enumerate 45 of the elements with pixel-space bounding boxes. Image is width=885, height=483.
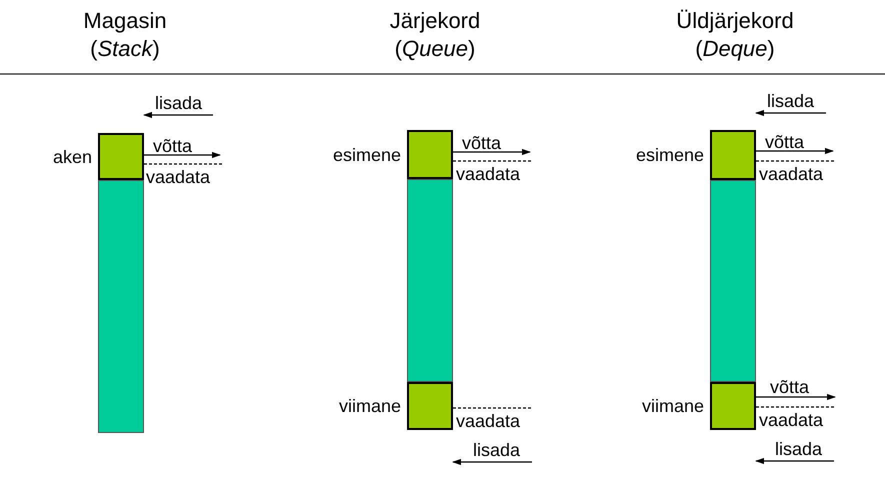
edge-label: lisada <box>767 92 814 110</box>
arrow <box>755 458 834 464</box>
arrow <box>756 394 836 400</box>
edge-label: vaadata <box>456 165 520 183</box>
edge-label: võtta <box>770 378 810 396</box>
queue-body-bar <box>407 179 453 382</box>
dashed-line <box>453 407 533 409</box>
element-box <box>407 382 453 430</box>
column-heading: Magasin <box>83 10 167 32</box>
edge-label: võtta <box>462 134 502 152</box>
column-heading: (Stack) <box>90 38 160 60</box>
edge-label: võtta <box>765 133 804 151</box>
node-caption: esimene <box>636 146 704 164</box>
column-heading: (Deque) <box>695 38 775 60</box>
queue-body-bar <box>98 180 144 433</box>
column-heading: Üldjärjekord <box>676 10 794 32</box>
element-box <box>407 130 453 179</box>
node-caption: esimene <box>332 146 401 164</box>
queue-body-bar <box>710 180 756 382</box>
edge-label: lisada <box>155 94 202 112</box>
edge-label: lisada <box>775 440 822 458</box>
arrow <box>452 458 532 466</box>
arrow <box>453 148 531 156</box>
dashed-line <box>144 163 222 165</box>
column-heading: Järjekord <box>390 10 480 32</box>
node-caption: aken <box>52 148 92 166</box>
edge-label: vaadata <box>146 168 210 186</box>
column-heading: (Queue) <box>394 38 476 60</box>
edge-label: lisada <box>473 441 520 459</box>
dashed-line <box>756 406 835 408</box>
arrow <box>143 112 213 118</box>
arrow <box>756 148 834 154</box>
element-box <box>710 382 756 430</box>
element-box <box>710 130 756 180</box>
dashed-line <box>453 160 533 162</box>
edge-label: vaadata <box>759 165 824 183</box>
node-caption: viimane <box>642 397 704 415</box>
dashed-line <box>756 160 835 162</box>
element-box <box>98 133 144 180</box>
arrow <box>144 152 221 158</box>
edge-label: vaadata <box>759 411 824 429</box>
arrow <box>755 110 826 116</box>
node-caption: viimane <box>338 397 401 415</box>
edge-label: võtta <box>153 137 192 155</box>
edge-label: vaadata <box>456 412 520 430</box>
